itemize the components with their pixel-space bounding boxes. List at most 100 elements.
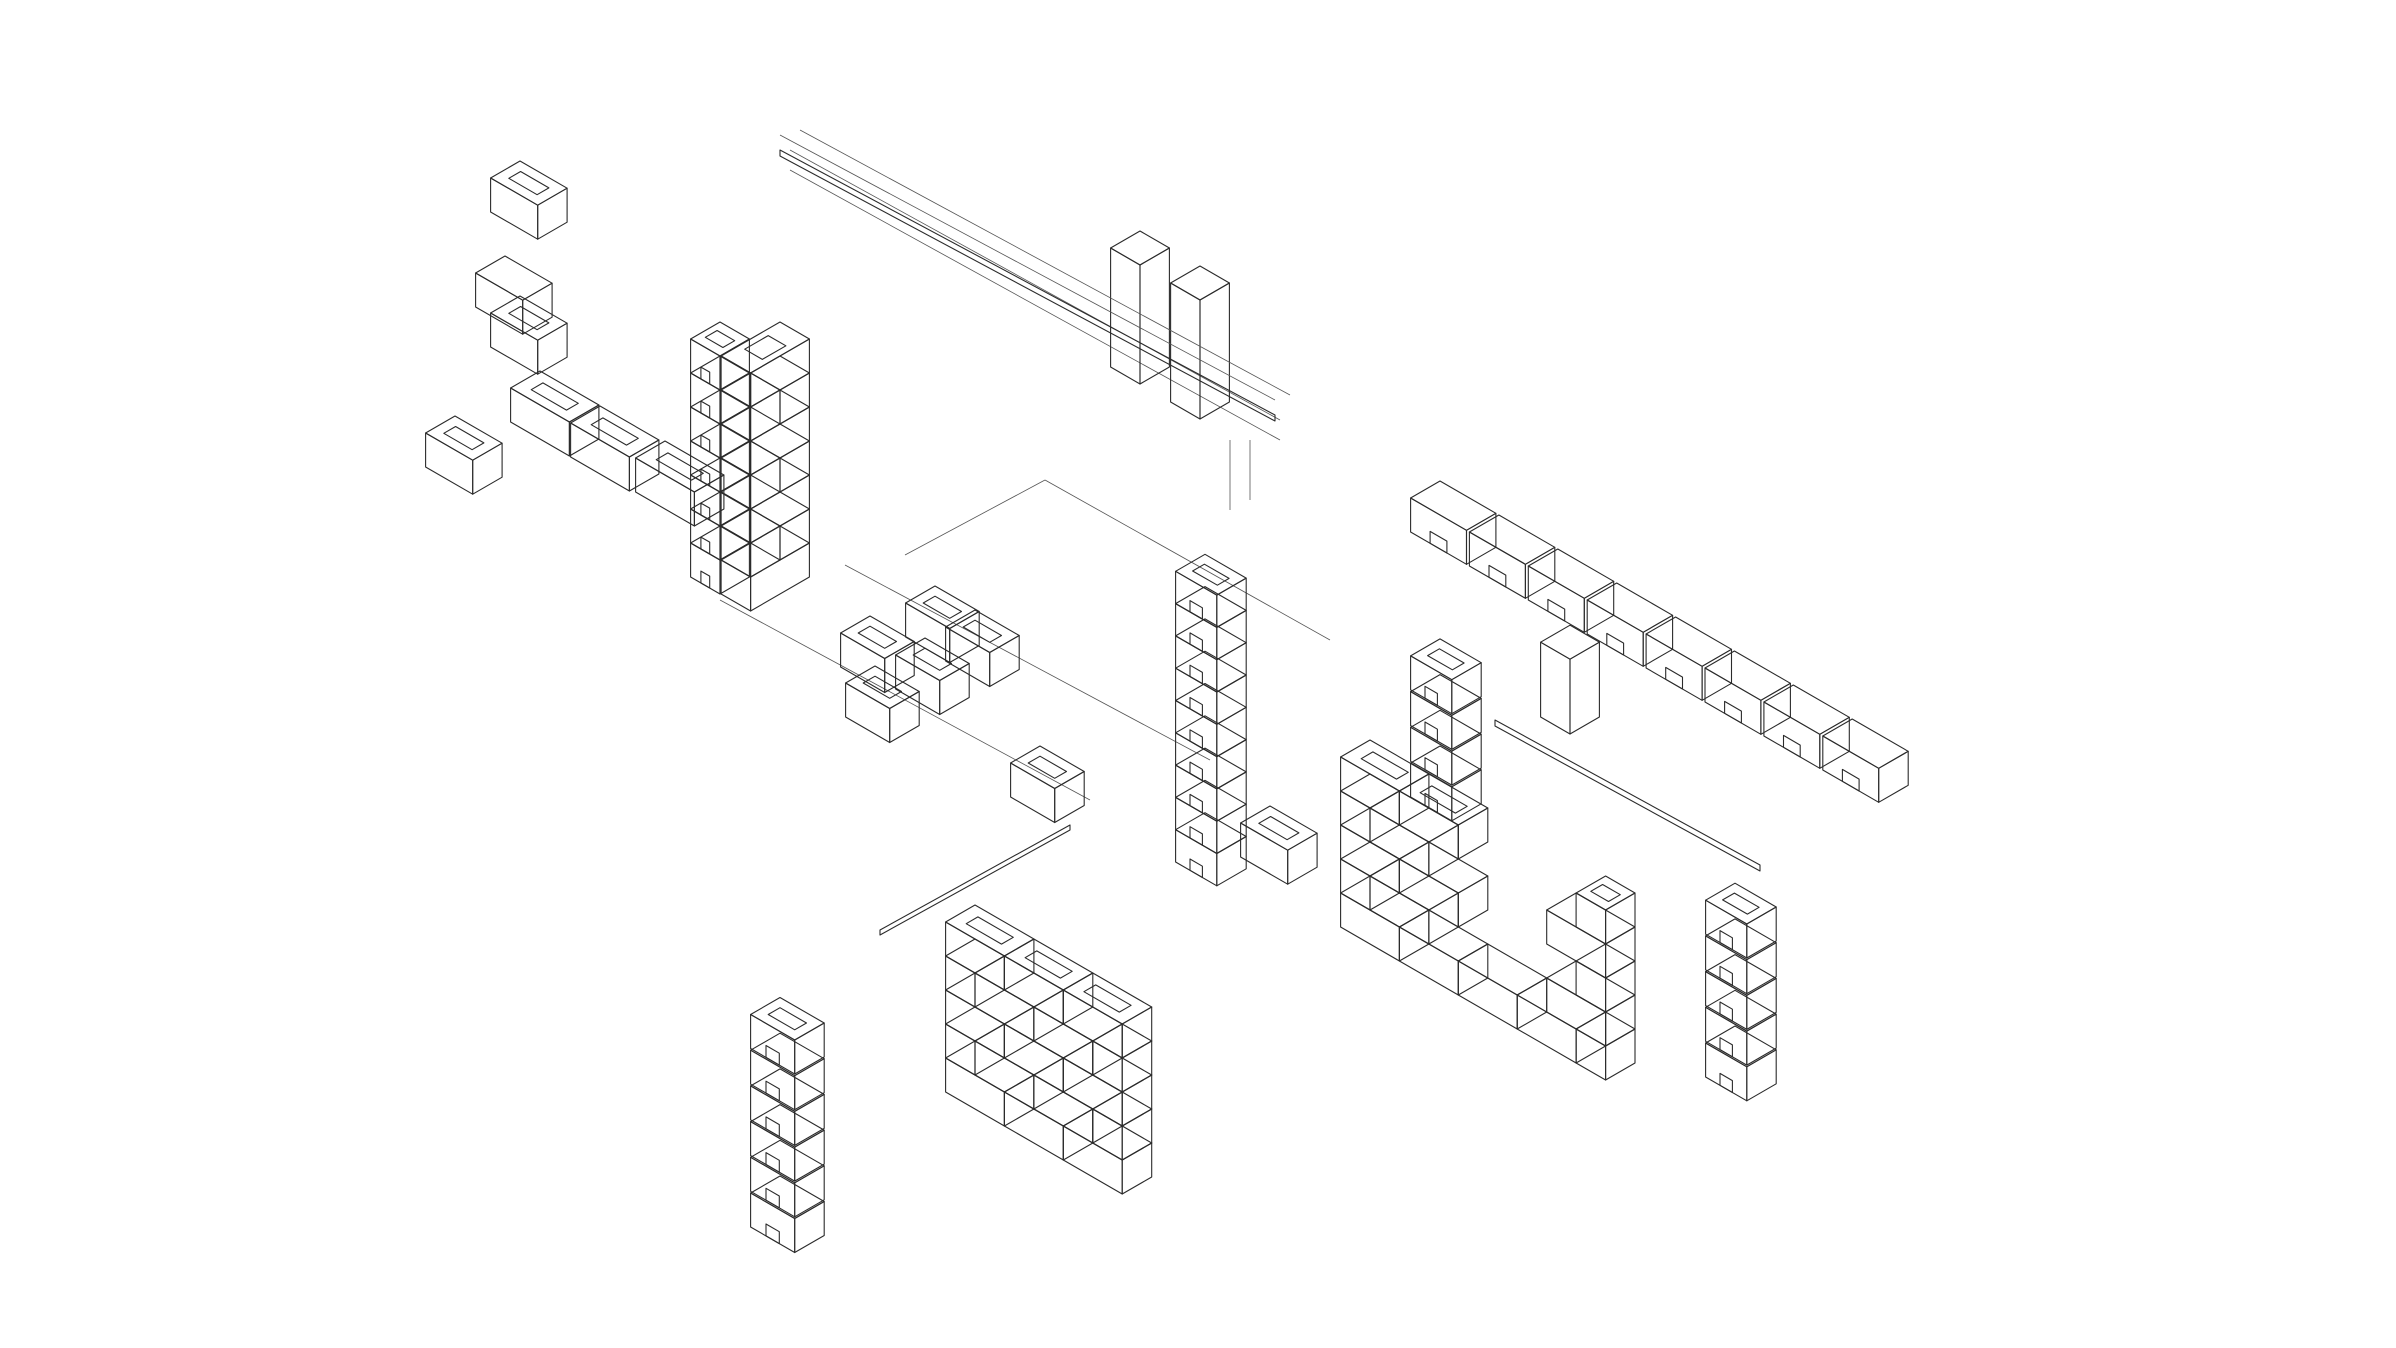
block-top-slot: [767, 1007, 808, 1031]
block-side-face: [1457, 807, 1489, 860]
lintel-beam-edge: [779, 134, 1276, 401]
block-top-face: [750, 1139, 825, 1184]
block-side-face: [1216, 803, 1247, 855]
block-front-face: [1175, 635, 1218, 693]
block-notch: [700, 434, 711, 453]
block-front-face: [635, 457, 695, 527]
tall-shaded-block-column-center: [1175, 553, 1247, 887]
block-top-face: [1586, 582, 1674, 633]
block-front-face: [1175, 764, 1218, 822]
block-top-face: [1410, 745, 1482, 788]
block-notch: [1424, 685, 1438, 706]
block-top-face: [1175, 812, 1247, 855]
block-top-slot: [508, 170, 550, 196]
block-top-slot: [1083, 984, 1132, 1013]
block-notch: [1665, 666, 1684, 690]
block-front-face: [750, 1192, 796, 1254]
block-notch: [700, 570, 711, 589]
block-front-face: [1240, 822, 1289, 885]
block-front-face: [1705, 935, 1748, 995]
block-top-face: [720, 321, 810, 374]
block-top-slot: [862, 675, 903, 699]
guide-line-1: [1044, 479, 1331, 641]
guide-line-3: [789, 149, 1281, 421]
block-top-face: [425, 415, 503, 461]
block-front-face: [1468, 531, 1526, 599]
guide-lines: [719, 149, 1331, 801]
block-front-face: [1527, 565, 1585, 633]
block-top-face: [945, 938, 1005, 974]
block-side-face: [472, 442, 503, 495]
block-top-face: [1340, 773, 1400, 809]
block-side-face: [1121, 1142, 1153, 1195]
block-side-face: [794, 1093, 825, 1146]
block-notch: [1189, 664, 1203, 685]
wall-with-door-opening-bottom-left: [750, 585, 1153, 1254]
block-notch: [700, 468, 711, 487]
block-top-face: [1175, 553, 1247, 596]
block-top-slot: [1722, 892, 1760, 915]
window-lintel: [1494, 719, 1761, 872]
block-top-face: [635, 440, 725, 493]
block-notch: [1724, 700, 1742, 724]
block-side-face: [1287, 832, 1318, 885]
lintel-beam-edge-2: [799, 129, 1291, 396]
block-top-face: [1062, 972, 1153, 1025]
block-top-face: [750, 1068, 825, 1112]
block-top-face: [750, 1104, 825, 1148]
block-side-face: [1451, 662, 1482, 715]
block-top-slot: [1258, 815, 1300, 841]
block-top-face: [840, 615, 915, 660]
block-front-face: [1175, 732, 1218, 790]
block-side-face: [989, 634, 1020, 688]
block-front-face: [1705, 1006, 1748, 1066]
block-top-face: [1705, 882, 1777, 925]
block-top-face: [1575, 875, 1636, 911]
block-notch: [1782, 734, 1801, 758]
block-side-face: [889, 690, 920, 744]
block-front-face: [1175, 667, 1218, 725]
block-front-face: [895, 654, 941, 716]
block-side-face: [794, 1129, 825, 1182]
block-top-face: [1398, 841, 1489, 894]
block-top-slot: [704, 329, 736, 349]
block-front-face: [1575, 892, 1607, 945]
block-side-face: [1569, 641, 1600, 735]
block-front-face: [1175, 603, 1218, 661]
block-top-face: [1468, 514, 1556, 565]
block-top-face: [1705, 1025, 1777, 1068]
block-notch: [765, 1223, 780, 1245]
block-front-face: [1170, 282, 1201, 420]
stacked-interlocking-blocks-top-left: [425, 160, 725, 527]
block-top-face: [750, 423, 810, 459]
window-lintel-beam: [1494, 719, 1761, 872]
block-notch: [700, 400, 711, 419]
block-side-face: [939, 662, 970, 716]
block-top-face: [1175, 682, 1247, 725]
block-top-slot: [1027, 755, 1068, 779]
block-top-face: [1175, 586, 1247, 628]
block-top-face: [1240, 805, 1318, 851]
block-side-face: [1216, 771, 1247, 822]
block-front-face: [1704, 667, 1762, 735]
block-side-face: [1451, 733, 1482, 786]
block-top-face: [750, 491, 810, 527]
block-front-face: [690, 542, 721, 595]
block-side-face: [1878, 750, 1909, 803]
block-side-face: [1451, 697, 1482, 750]
block-side-face: [1216, 642, 1247, 693]
block-top-face: [1822, 718, 1909, 769]
block-side-face: [794, 1200, 825, 1254]
block-notch: [700, 366, 711, 385]
lintel-beam: [779, 149, 1276, 422]
block-top-slot: [1590, 883, 1621, 903]
block-front-face: [1763, 701, 1821, 769]
block-top-face: [1340, 841, 1400, 877]
block-top-slot: [1360, 751, 1409, 780]
block-top-face: [690, 321, 750, 357]
block-top-slot: [1427, 648, 1465, 671]
block-top-slot: [1192, 563, 1230, 586]
block-notch: [1719, 1001, 1733, 1022]
block-notch: [1606, 632, 1625, 656]
block-side-face: [1216, 609, 1247, 661]
